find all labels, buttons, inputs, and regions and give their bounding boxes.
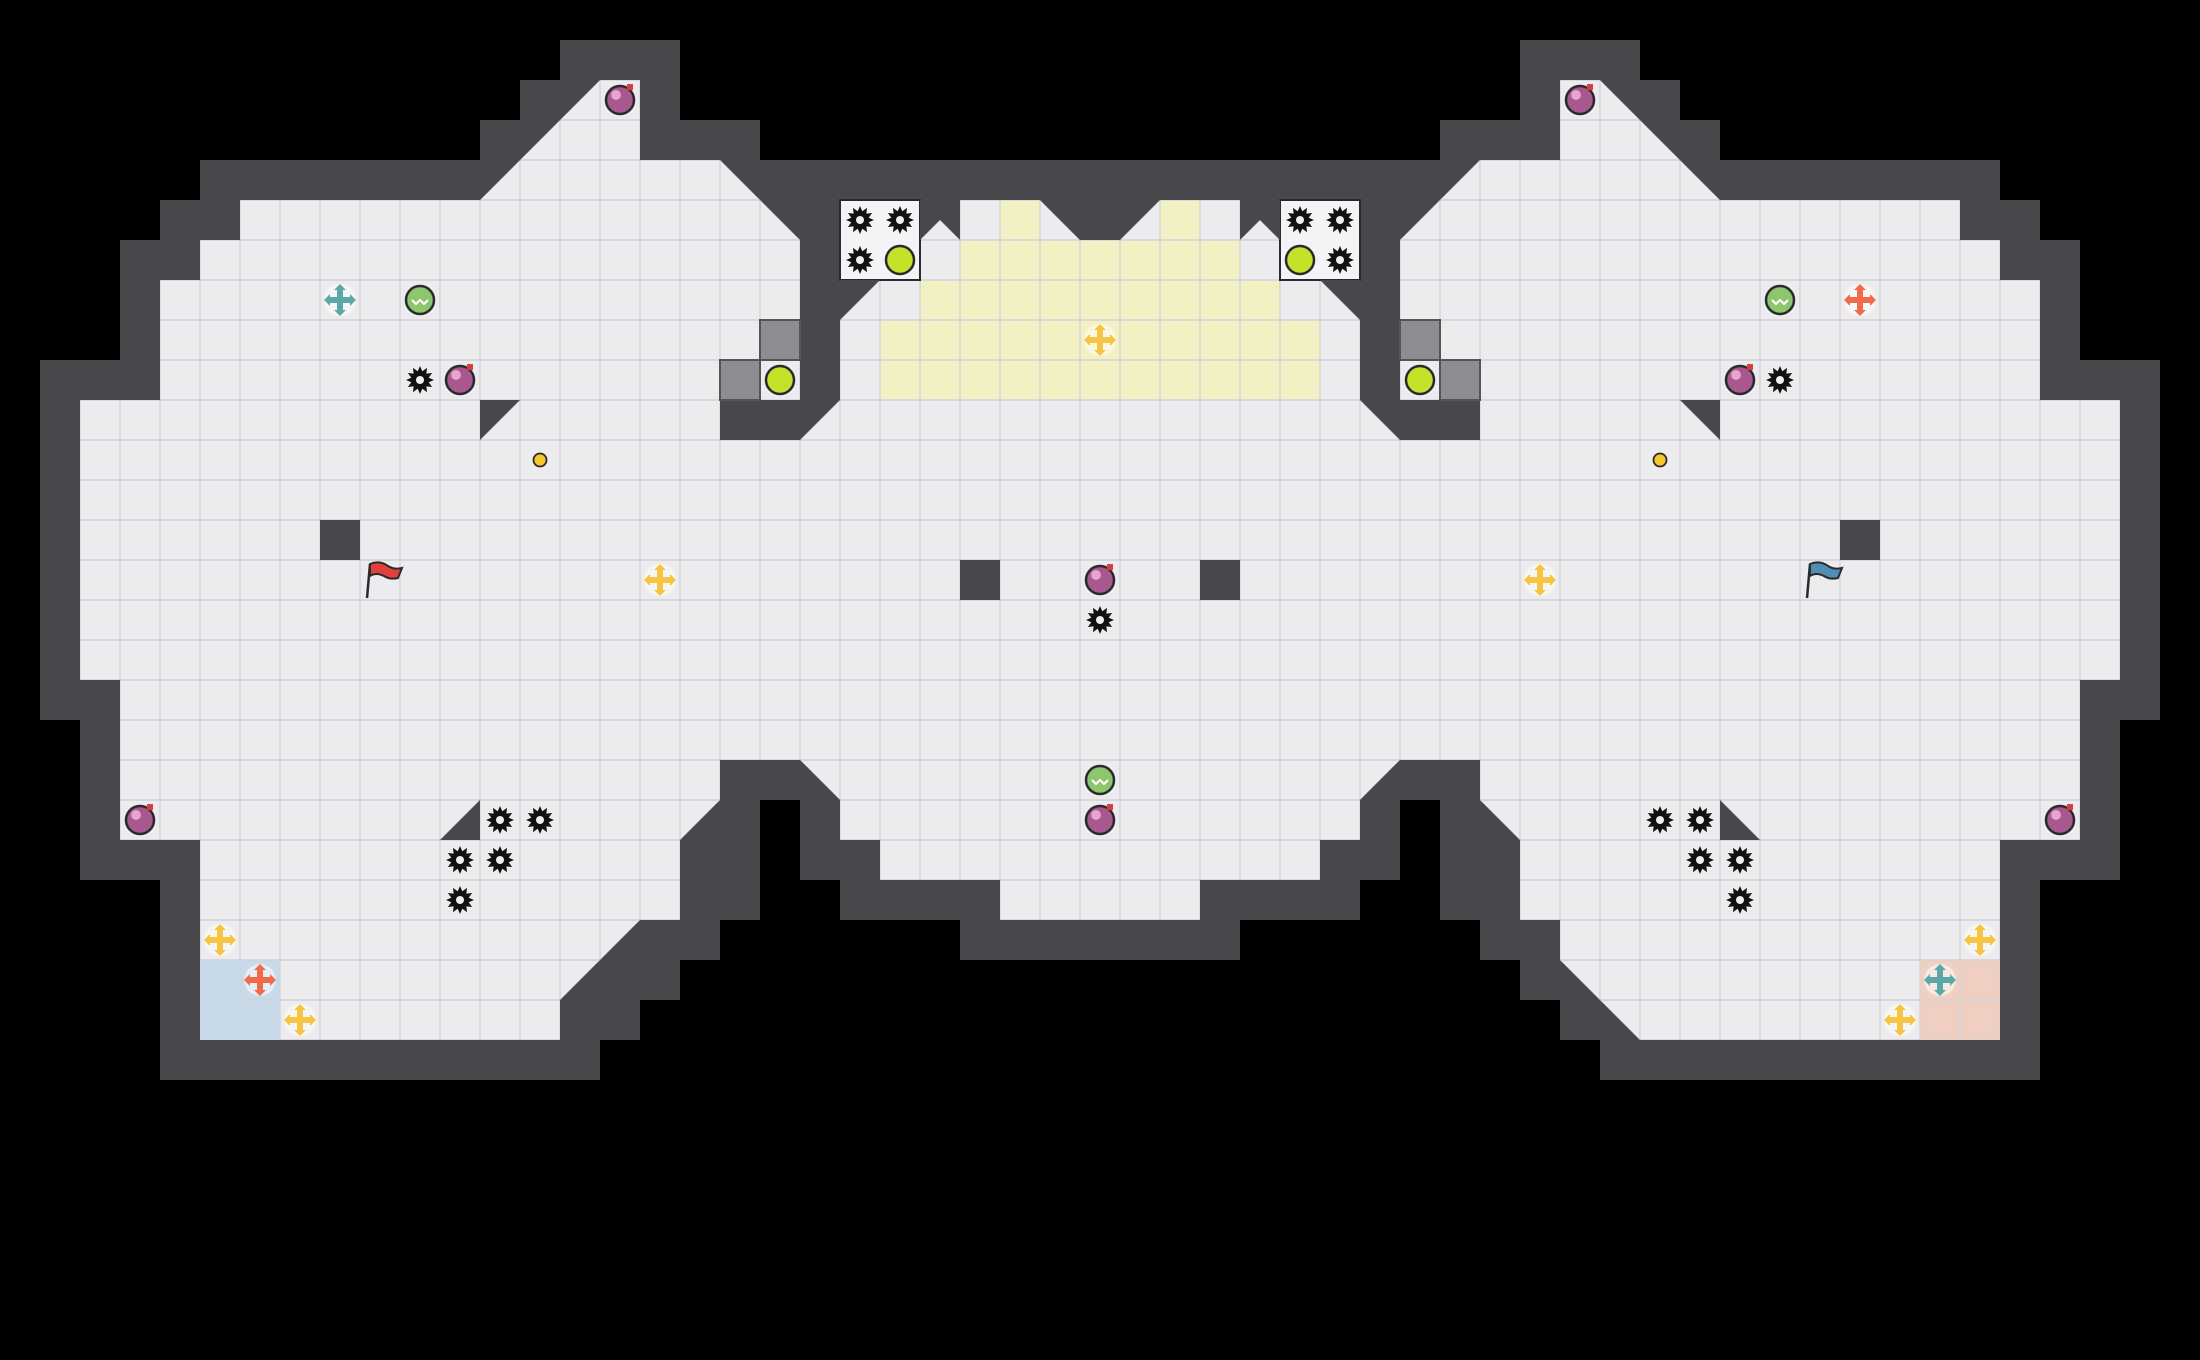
lime-orb-icon (1404, 364, 1436, 396)
pink-bomb-icon (444, 364, 476, 396)
spike-mine-icon (526, 806, 554, 834)
yellow-boost-icon (1524, 564, 1556, 596)
left-grate-top (759, 319, 801, 361)
red-boost-icon (1844, 284, 1876, 316)
upper-right-diagonal (1600, 80, 1720, 200)
small-gold-dot-icon (532, 452, 548, 468)
blue-flag-icon (1805, 561, 1844, 599)
small-gold-dot-icon (1652, 452, 1668, 468)
red-flag-icon (365, 561, 404, 599)
right-pillar (1840, 520, 1880, 560)
flag-layer (365, 561, 1844, 599)
spike-mine-icon (846, 246, 874, 274)
green-gate-icon (1084, 764, 1116, 796)
yellow-boost-icon (204, 924, 236, 956)
spike-mine-icon (1286, 206, 1314, 234)
pink-bomb-icon (1084, 804, 1116, 836)
spike-mine-icon (446, 846, 474, 874)
lower-left-ramp-triangle (440, 800, 480, 840)
left-spike-alcove (839, 199, 921, 281)
yellow-boost-icon (1884, 1004, 1916, 1036)
yellow-pad-zone (880, 200, 1320, 400)
powerup-layer (124, 84, 2076, 836)
spike-layer (406, 206, 1794, 914)
interior-walls (320, 80, 1880, 960)
spike-mine-icon (1726, 846, 1754, 874)
spike-mine-icon (1766, 366, 1794, 394)
spike-mine-icon (1086, 606, 1114, 634)
right-grate-top (1399, 319, 1441, 361)
green-gate-icon (404, 284, 436, 316)
right-grate-bottom (1439, 359, 1481, 401)
lime-orb-icon (884, 244, 916, 276)
spike-mine-icon (886, 206, 914, 234)
pink-bomb-icon (1084, 564, 1116, 596)
yellow-boost-icon (1084, 324, 1116, 356)
yellow-boost-icon (1964, 924, 1996, 956)
right-upper-column (1360, 200, 1480, 440)
spike-mine-icon (1326, 246, 1354, 274)
lime-orb-icon (764, 364, 796, 396)
lower-right-ramp-triangle (1720, 800, 1760, 840)
center-right-pillar (1200, 560, 1240, 600)
pink-bomb-icon (604, 84, 636, 116)
red-boost-icon (244, 964, 276, 996)
spike-mine-icon (1726, 886, 1754, 914)
spike-mine-icon (1686, 846, 1714, 874)
center-left-pillar (960, 560, 1000, 600)
spike-mine-icon (486, 806, 514, 834)
yellow-boost-icon (284, 1004, 316, 1036)
left-alcove-corner (920, 200, 960, 240)
left-column-corner (840, 280, 880, 320)
blue-boost-icon (1924, 964, 1956, 996)
blue-boost-icon (324, 284, 356, 316)
left-ramp-triangle (480, 400, 520, 440)
yellow-boost-icon (644, 564, 676, 596)
pink-bomb-icon (1724, 364, 1756, 396)
pink-bomb-icon (1564, 84, 1596, 116)
lime-orb-icon (1284, 244, 1316, 276)
left-upper-column (720, 200, 840, 440)
spike-mine-icon (1646, 806, 1674, 834)
spike-mine-icon (846, 206, 874, 234)
left-pillar (320, 520, 360, 560)
left-grate-bottom (719, 359, 761, 401)
pink-bomb-icon (124, 804, 156, 836)
right-column-corner (1320, 280, 1360, 320)
spike-mine-icon (406, 366, 434, 394)
spike-mine-icon (1326, 206, 1354, 234)
pink-bomb-icon (2044, 804, 2076, 836)
upper-left-diagonal (480, 80, 600, 200)
green-gate-icon (1764, 284, 1796, 316)
center-bottom-wall (720, 760, 1480, 960)
right-ramp-triangle (1680, 400, 1720, 440)
boost-layer (204, 284, 1996, 1036)
right-alcove-corner (1240, 200, 1280, 240)
spike-mine-icon (486, 846, 514, 874)
spike-mine-icon (1686, 806, 1714, 834)
spike-mine-icon (446, 886, 474, 914)
